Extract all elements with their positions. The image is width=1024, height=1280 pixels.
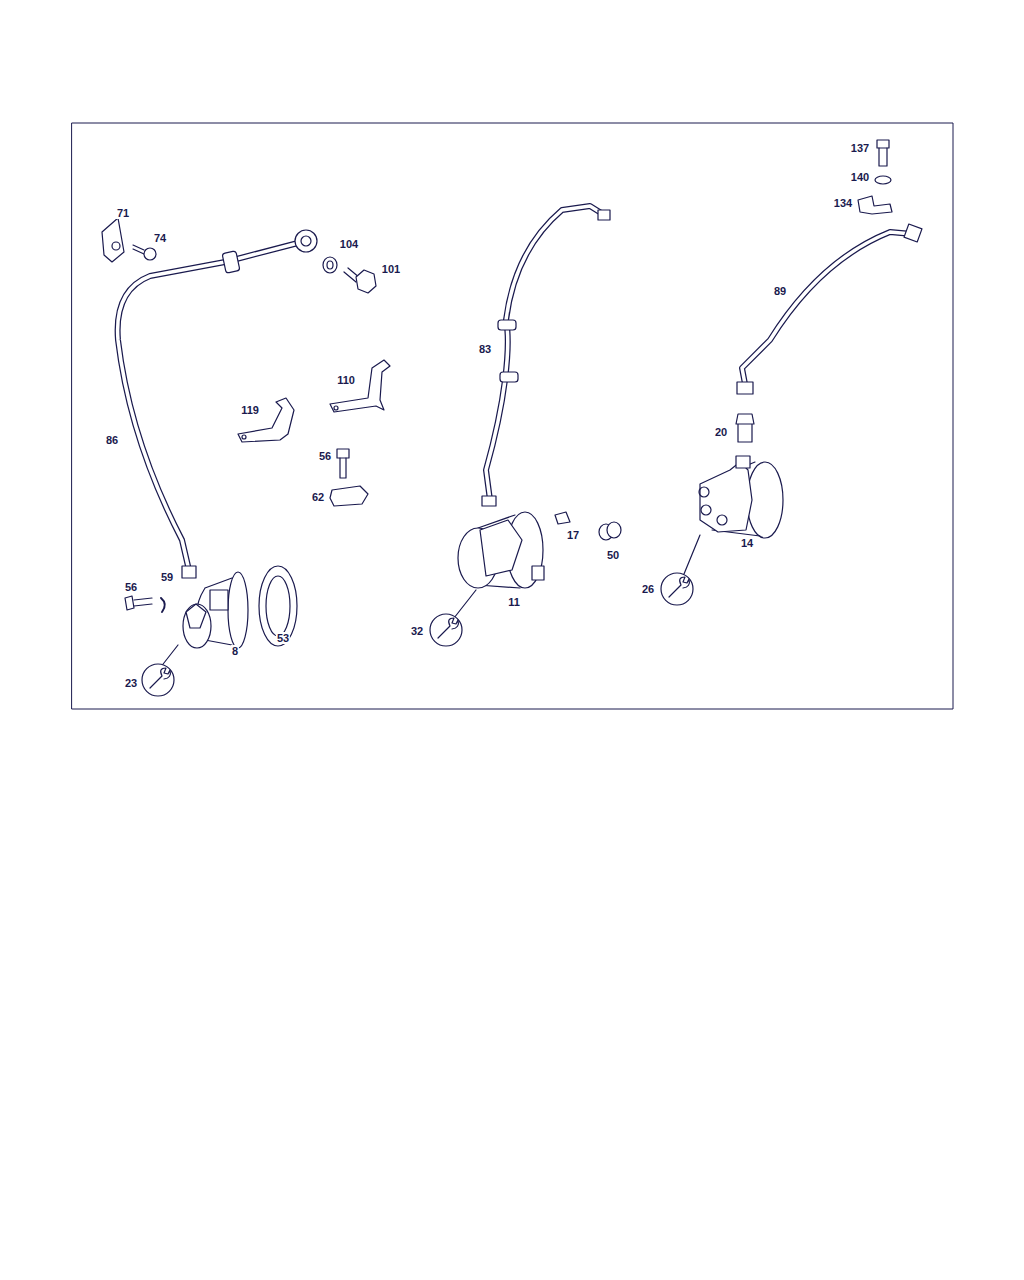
callout-number: 53: [276, 632, 290, 644]
bracket-110: [330, 360, 390, 412]
callout-number: 89: [773, 285, 787, 297]
callout-number: 56: [318, 450, 332, 462]
pump-8: [183, 572, 248, 648]
bracket-119: [238, 398, 294, 442]
frame: [72, 123, 953, 709]
pipe-89: [737, 224, 922, 394]
wrench-icon: [142, 664, 174, 696]
callout-number: 140: [850, 171, 870, 183]
callout-number: 17: [566, 529, 580, 541]
wrench-icon: [661, 573, 693, 605]
callout-number: 59: [160, 571, 174, 583]
pump-14: [699, 456, 783, 538]
callout-number: 26: [641, 583, 655, 595]
callout-number: 86: [105, 434, 119, 446]
callout-number: 119: [240, 404, 260, 416]
callout-number: 137: [850, 142, 870, 154]
callout-number: 74: [153, 232, 167, 244]
pipe-83: [482, 206, 610, 506]
callout-number: 56: [124, 581, 138, 593]
callout-number: 134: [833, 197, 853, 209]
callout-number: 83: [478, 343, 492, 355]
wrench-icon: [430, 614, 462, 646]
callout-number: 8: [231, 645, 239, 657]
pipe-86: [118, 230, 317, 578]
callout-number: 32: [410, 625, 424, 637]
callout-number: 50: [606, 549, 620, 561]
callout-number: 71: [116, 207, 130, 219]
callout-number: 104: [339, 238, 359, 250]
callout-number: 14: [740, 537, 754, 549]
callout-number: 62: [311, 491, 325, 503]
callout-number: 23: [124, 677, 138, 689]
pump-11: [458, 512, 544, 588]
bracket-71: [102, 218, 124, 262]
callout-number: 11: [507, 596, 521, 608]
callout-number: 20: [714, 426, 728, 438]
callout-number: 110: [336, 374, 356, 386]
callout-number: 101: [381, 263, 401, 275]
